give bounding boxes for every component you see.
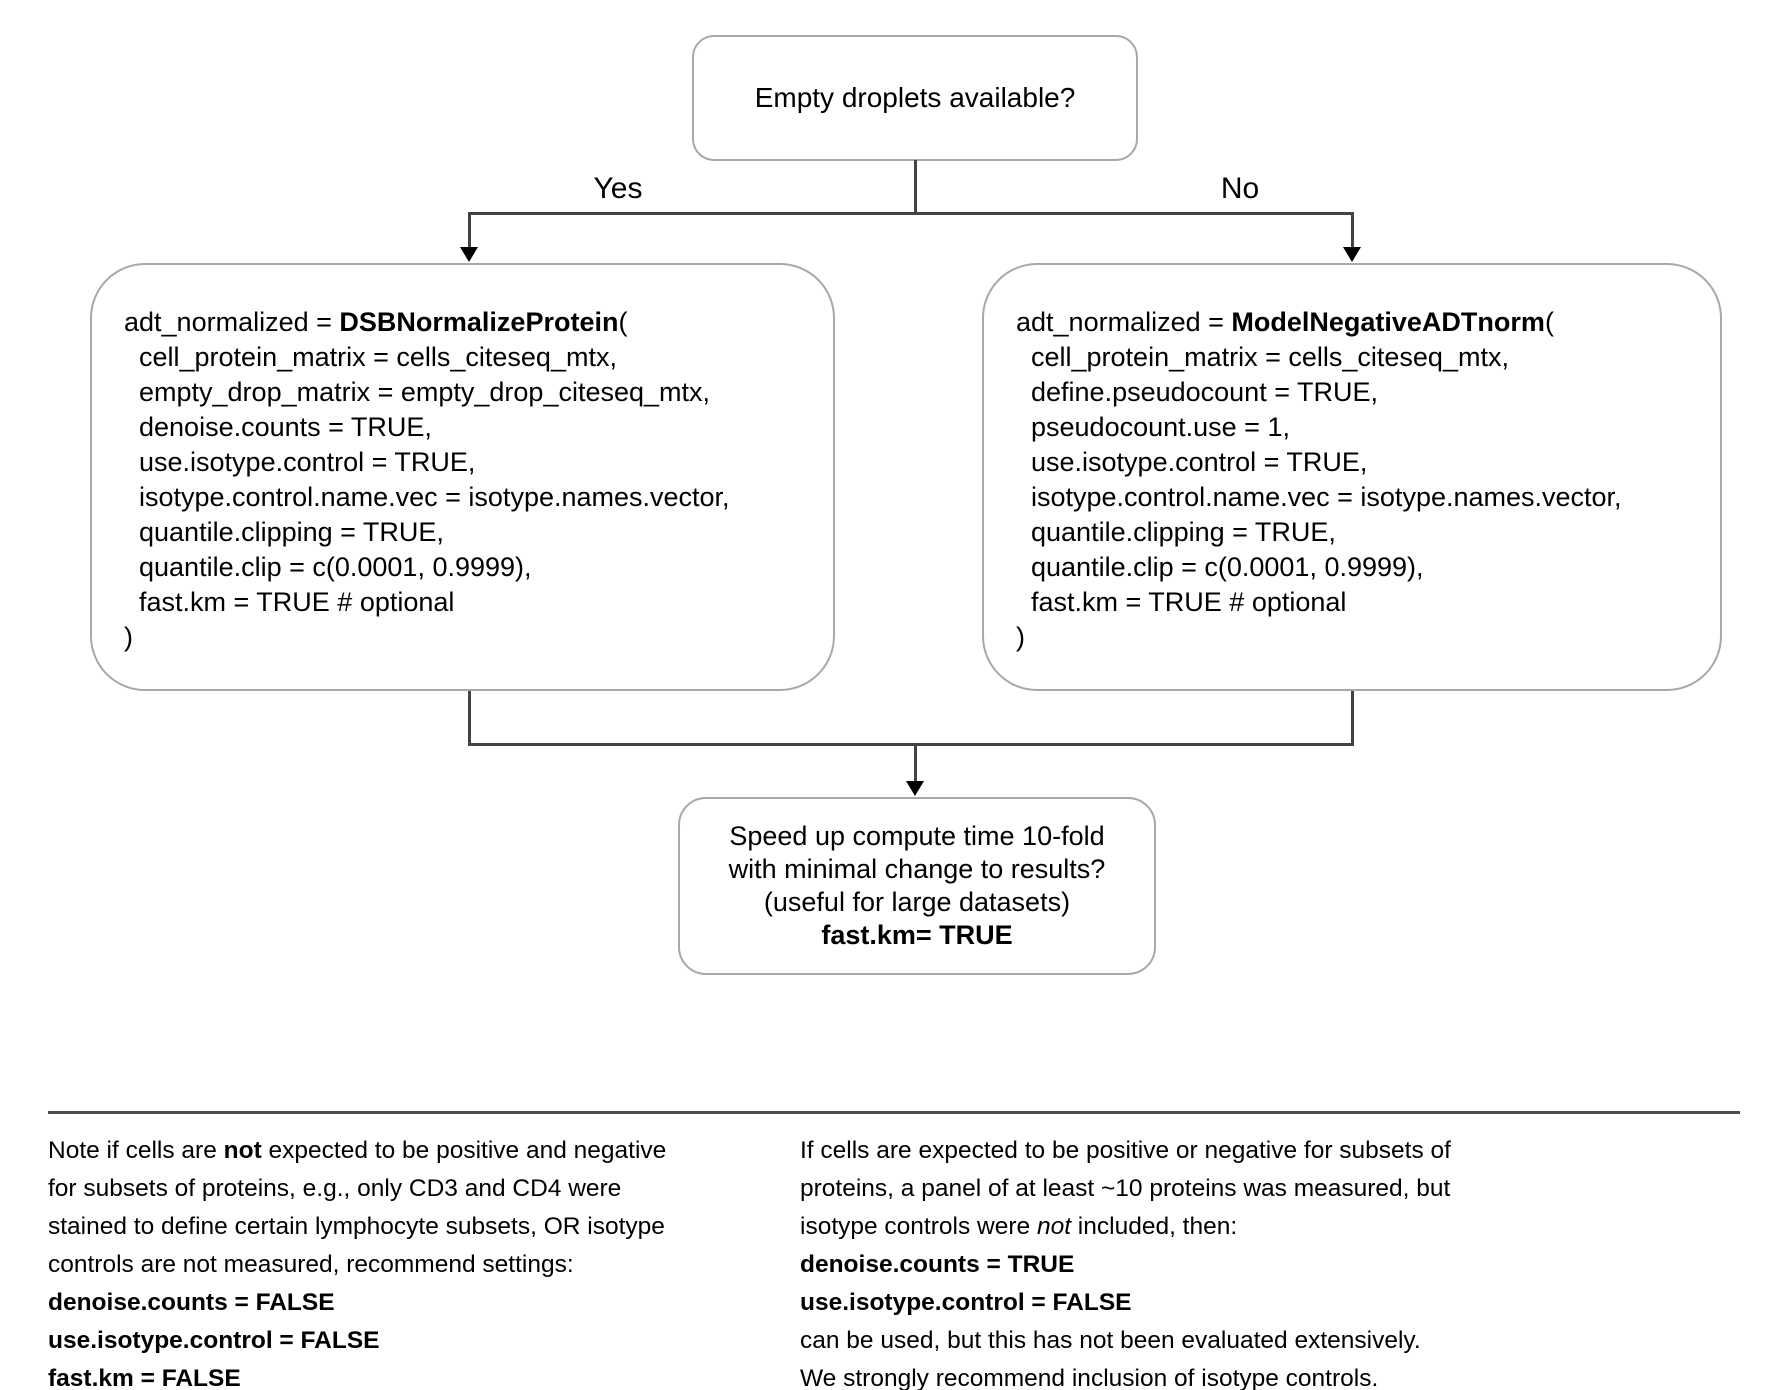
connector-yes-vertical xyxy=(468,212,471,248)
text-line: adt_normalized = DSBNormalizeProtein( xyxy=(124,307,628,337)
text-line: fast.km= TRUE xyxy=(821,920,1013,950)
text-line: ) xyxy=(124,622,133,652)
text-line: fast.km = TRUE # optional xyxy=(1016,587,1347,617)
branch-label-no: No xyxy=(1220,172,1260,205)
text-line: controls are not measured, recommend set… xyxy=(48,1251,574,1278)
branch-label-yes: Yes xyxy=(593,172,643,205)
text-line: proteins, a panel of at least ~10 protei… xyxy=(800,1175,1451,1202)
text-line: fast.km = FALSE xyxy=(48,1365,241,1390)
connector-branch-horizontal xyxy=(468,212,1354,215)
text-line: for subsets of proteins, e.g., only CD3 … xyxy=(48,1175,622,1202)
question-box-empty-droplets: Empty droplets available? xyxy=(692,35,1138,161)
text-line: (useful for large datasets) xyxy=(763,887,1071,917)
text-line: denoise.counts = TRUE, xyxy=(124,412,432,442)
connector-merge-center-vertical xyxy=(914,743,917,782)
text-line: isotype controls were not included, then… xyxy=(800,1213,1238,1240)
text-line: denoise.counts = FALSE xyxy=(48,1289,335,1316)
text-line: empty_drop_matrix = empty_drop_citeseq_m… xyxy=(124,377,711,407)
text-line: ) xyxy=(1016,622,1025,652)
code-box-dsb-normalize-protein: adt_normalized = DSBNormalizeProtein( ce… xyxy=(90,263,835,691)
arrow-down-icon xyxy=(460,247,478,262)
text-line: We strongly recommend inclusion of isoty… xyxy=(800,1365,1379,1390)
code-box-model-negative-adtnorm: adt_normalized = ModelNegativeADTnorm( c… xyxy=(982,263,1722,691)
text-line: quantile.clip = c(0.0001, 0.9999), xyxy=(124,552,532,582)
text-line: use.isotype.control = FALSE xyxy=(800,1289,1132,1316)
text-line: quantile.clipping = TRUE, xyxy=(1016,517,1336,547)
text-line: denoise.counts = TRUE xyxy=(800,1251,1075,1278)
text-line: with minimal change to results? xyxy=(728,854,1106,884)
code-text-dsb: adt_normalized = DSBNormalizeProtein( ce… xyxy=(92,265,833,655)
arrow-down-icon xyxy=(906,781,924,796)
question-box-label: Empty droplets available? xyxy=(754,82,1076,113)
arrow-down-icon xyxy=(1343,247,1361,262)
text-line: fast.km = TRUE # optional xyxy=(124,587,455,617)
text-line: quantile.clipping = TRUE, xyxy=(124,517,444,547)
connector-merge-right-vertical xyxy=(1351,691,1354,745)
footnote-divider xyxy=(48,1111,1740,1114)
connector-top-stub xyxy=(914,160,917,214)
text-line: quantile.clip = c(0.0001, 0.9999), xyxy=(1016,552,1424,582)
text-line: isotype.control.name.vec = isotype.names… xyxy=(124,482,730,512)
connector-merge-left-vertical xyxy=(468,691,471,745)
text-line: Speed up compute time 10-fold xyxy=(729,821,1105,851)
text-line: cell_protein_matrix = cells_citeseq_mtx, xyxy=(124,342,617,372)
connector-no-vertical xyxy=(1351,212,1354,248)
text-line: isotype.control.name.vec = isotype.names… xyxy=(1016,482,1622,512)
text-line: use.isotype.control = FALSE xyxy=(48,1327,380,1354)
text-line: cell_protein_matrix = cells_citeseq_mtx, xyxy=(1016,342,1509,372)
footnote-right-column: If cells are expected to be positive or … xyxy=(800,1132,1520,1390)
text-line: can be used, but this has not been evalu… xyxy=(800,1327,1421,1354)
text-line: pseudocount.use = 1, xyxy=(1016,412,1290,442)
footnote-left-column: Note if cells are not expected to be pos… xyxy=(48,1132,738,1390)
text-line: stained to define certain lymphocyte sub… xyxy=(48,1213,665,1240)
connector-merge-horizontal xyxy=(468,743,1354,746)
text-line: define.pseudocount = TRUE, xyxy=(1016,377,1378,407)
text-line: Note if cells are not expected to be pos… xyxy=(48,1137,667,1164)
text-line: If cells are expected to be positive or … xyxy=(800,1137,1451,1164)
text-line: adt_normalized = ModelNegativeADTnorm( xyxy=(1016,307,1554,337)
text-line: use.isotype.control = TRUE, xyxy=(1016,447,1368,477)
code-text-model-negative: adt_normalized = ModelNegativeADTnorm( c… xyxy=(984,265,1720,655)
text-line: use.isotype.control = TRUE, xyxy=(124,447,476,477)
